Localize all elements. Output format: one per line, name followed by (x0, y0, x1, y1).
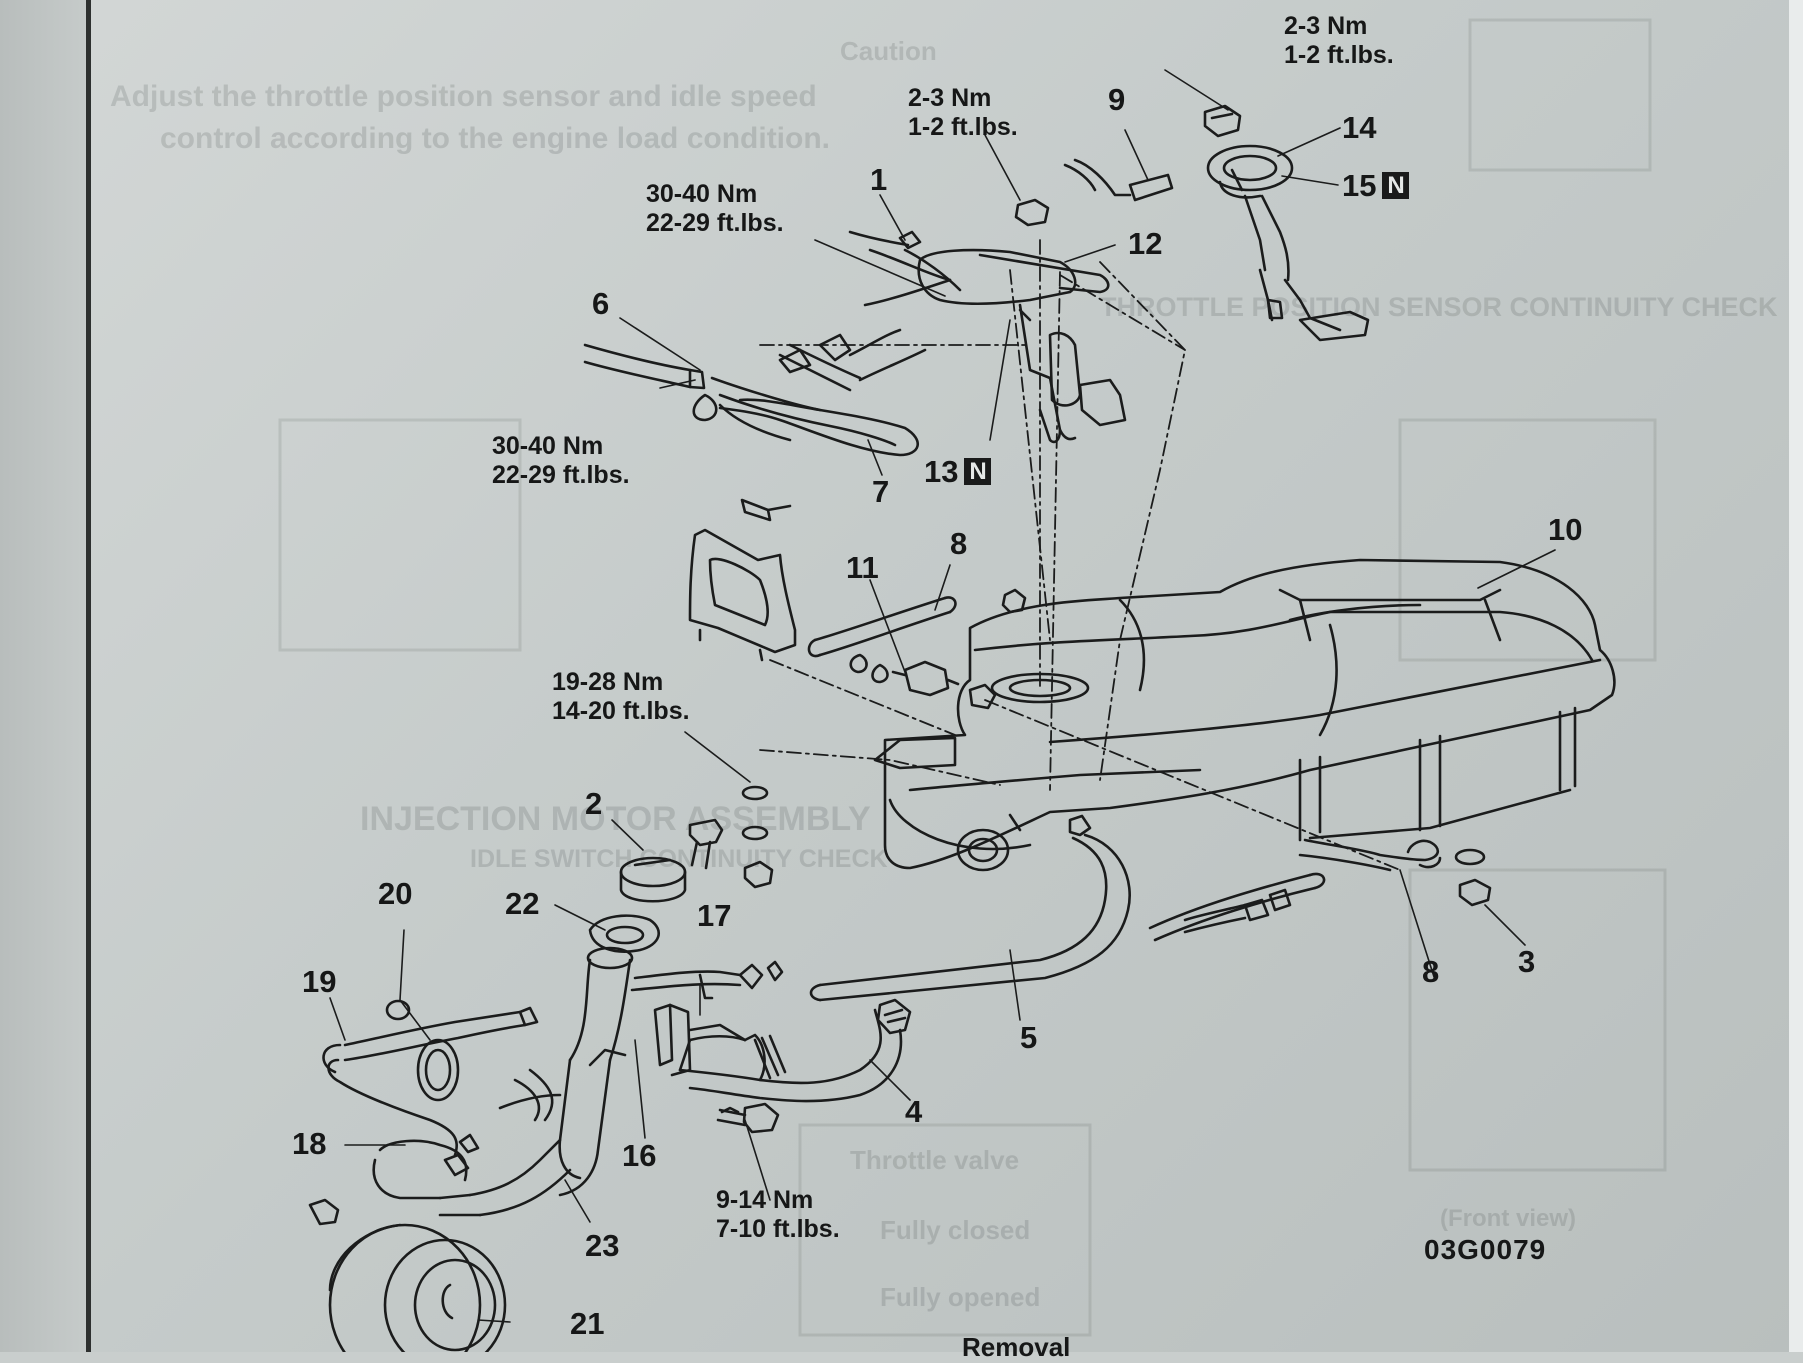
torque-value: 22-29 ft.lbs. (492, 461, 630, 489)
bleed-section-2: INJECTION MOTOR ASSEMBLY (360, 800, 871, 838)
bleed-front-view: (Front view) (1440, 1205, 1576, 1232)
fuel-lines-top (583, 328, 927, 457)
page-margin (0, 0, 88, 1352)
filler-neck (558, 785, 784, 1197)
callout-7: 7 (872, 474, 890, 509)
footer-heading: Removal (962, 1332, 1071, 1362)
bleed-line-2: control according to the engine load con… (160, 122, 831, 155)
torque-label-left-middle: 30-40 Nm 22-29 ft.lbs. (492, 432, 630, 490)
gauge-sender (1203, 104, 1370, 342)
filler-housing (328, 1223, 507, 1352)
page-edge (1789, 0, 1803, 1352)
callout-16: 16 (622, 1138, 657, 1173)
callout-21: 21 (570, 1306, 605, 1341)
callout-13-number: 13 (924, 454, 959, 489)
torque-value: 14-20 ft.lbs. (552, 697, 690, 725)
callout-12: 12 (1128, 226, 1163, 261)
fuel-tank (873, 558, 1616, 872)
callout-1: 1 (870, 162, 888, 197)
callout-8: 8 (950, 526, 968, 561)
bleed-closed: Fully closed (880, 1215, 1031, 1245)
callout-4: 4 (905, 1094, 923, 1129)
torque-value: 30-40 Nm (492, 432, 604, 460)
callout-3: 3 (1518, 944, 1536, 979)
callout-8-right: 8 (1422, 954, 1440, 989)
torque-label-filler-neck-nut: 19-28 Nm 14-20 ft.lbs. (552, 668, 690, 726)
figure-code: 03G0079 (1424, 1234, 1547, 1265)
torque-label-top-right: 2-3 Nm 1-2 ft.lbs. (1284, 12, 1394, 70)
torque-value: 1-2 ft.lbs. (1284, 41, 1394, 69)
callout-15-number: 15 (1342, 168, 1377, 203)
pump-assembly (848, 230, 1127, 444)
callout-17: 17 (697, 898, 732, 933)
replace-badge: N (1382, 172, 1410, 199)
filler-hose (809, 814, 1131, 1002)
callout-6: 6 (592, 286, 610, 321)
torque-value: 7-10 ft.lbs. (716, 1215, 840, 1243)
margin-rule (86, 0, 91, 1352)
torque-label-top-center: 2-3 Nm 1-2 ft.lbs. (908, 84, 1018, 142)
callout-2: 2 (585, 786, 603, 821)
callout-14: 14 (1342, 110, 1377, 145)
torque-value: 2-3 Nm (908, 84, 992, 112)
vent-hoses (807, 588, 1492, 942)
callout-18: 18 (292, 1126, 327, 1161)
bleed-section-1: THROTTLE POSITION SENSOR CONTINUITY CHEC… (1100, 292, 1778, 322)
bleed-valve: Throttle valve (850, 1145, 1020, 1175)
callout-10: 10 (1548, 512, 1583, 547)
torque-value: 22-29 ft.lbs. (646, 209, 784, 237)
torque-value: 2-3 Nm (1284, 12, 1368, 40)
bleed-section-3: IDLE SWITCH CONTINUITY CHECK (470, 845, 888, 873)
callout-11: 11 (846, 550, 879, 585)
callout-23: 23 (585, 1228, 620, 1263)
callout-22: 22 (505, 886, 540, 921)
callout-19: 19 (302, 964, 337, 999)
tank-bracket (688, 498, 797, 662)
breather-hoses-left (308, 999, 572, 1226)
torque-value: 9-14 Nm (716, 1186, 814, 1214)
filler-neck-hose (678, 998, 912, 1103)
torque-label-upper-left: 30-40 Nm 22-29 ft.lbs. (646, 180, 784, 238)
bleed-caution: Caution (840, 36, 937, 66)
alignment-lines (759, 239, 1401, 871)
torque-value: 19-28 Nm (552, 668, 664, 696)
torque-value: 1-2 ft.lbs. (908, 113, 1018, 141)
callout-20: 20 (378, 876, 413, 911)
torque-label-bottom-bolt: 9-14 Nm 7-10 ft.lbs. (716, 1186, 840, 1244)
leader-lines (329, 69, 1556, 1323)
replace-badge: N (964, 458, 992, 485)
harness-connector (1063, 158, 1174, 202)
bleed-line-1: Adjust the throttle position sensor and … (110, 80, 817, 113)
callout-5: 5 (1020, 1020, 1038, 1055)
bleed-opened: Fully opened (880, 1282, 1041, 1312)
bleed-boxes (278, 18, 1667, 1337)
torque-value: 30-40 Nm (646, 180, 758, 208)
callout-9: 9 (1108, 82, 1126, 117)
